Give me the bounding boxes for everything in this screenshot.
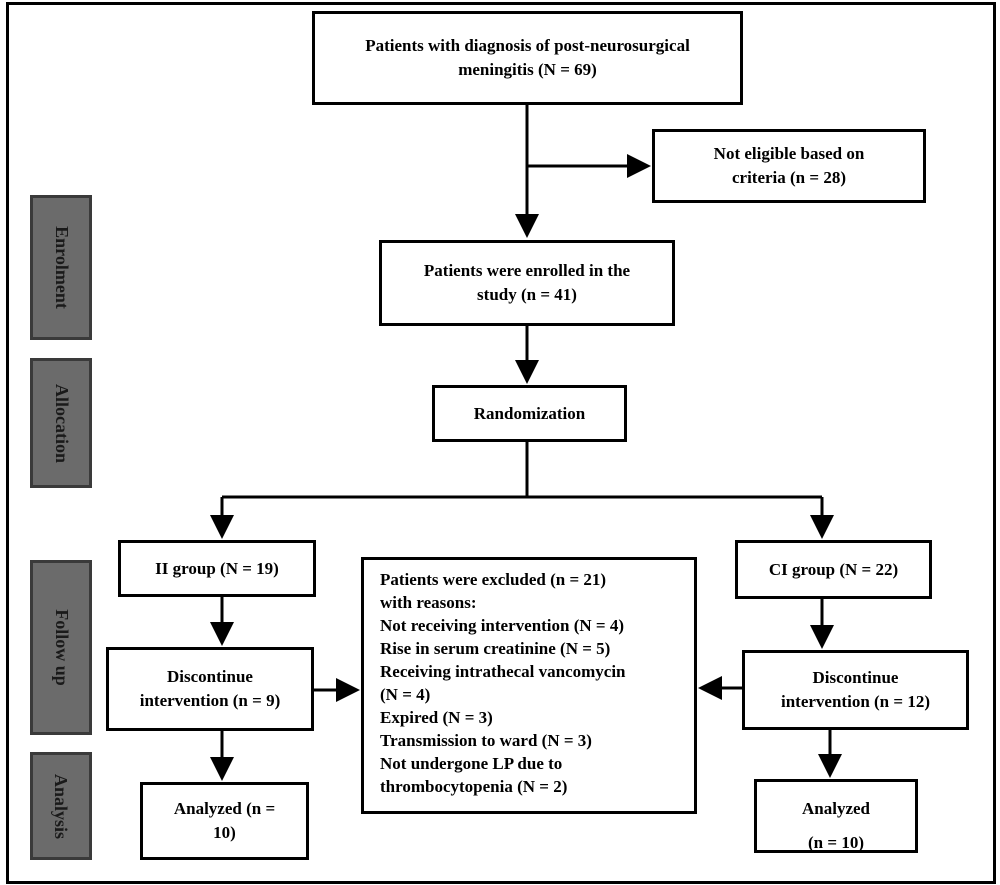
ci-group-label: CI group (N = 22) [768, 559, 899, 579]
ii-group-label: II group (N = 19) [155, 558, 279, 578]
excluded-reason: Receiving intrathecal vancomycin [380, 662, 626, 681]
ii-discontinue-line-1: Discontinue [167, 667, 253, 686]
not-eligible-box: Not eligible based on criteria (n = 28) [652, 129, 926, 203]
stage-label-analysis: Analysis [30, 752, 92, 860]
stage-label-allocation: Allocation [30, 358, 92, 488]
excluded-box: Patients were excluded (n = 21) with rea… [361, 557, 697, 814]
diagnosis-line-1: Patients with diagnosis of post-neurosur… [365, 36, 690, 55]
excluded-title: Patients were excluded (n = 21) [380, 570, 607, 589]
ci-discontinue-box: Discontinue intervention (n = 12) [742, 650, 969, 730]
randomization-label: Randomization [473, 403, 586, 423]
ci-analyzed-line-1: Analyzed [802, 799, 870, 818]
ci-group-box: CI group (N = 22) [735, 540, 932, 599]
ii-analyzed-line-1: Analyzed (n = [173, 799, 276, 818]
excluded-reason: Rise in serum creatinine (N = 5) [380, 639, 611, 658]
ci-analyzed-line-2: (n = 10) [808, 833, 864, 852]
excluded-reason: (N = 4) [380, 685, 431, 704]
diagnosis-box: Patients with diagnosis of post-neurosur… [312, 11, 743, 105]
stage-label-enrolment: Enrolment [30, 195, 92, 340]
excluded-reason: Transmission to ward (N = 3) [380, 731, 592, 750]
randomization-box: Randomization [432, 385, 627, 442]
excluded-reason: Not receiving intervention (N = 4) [380, 616, 625, 635]
enrolled-line-2: study (n = 41) [477, 285, 577, 304]
not-eligible-line-1: Not eligible based on [713, 144, 865, 163]
ci-discontinue-line-2: intervention (n = 12) [781, 692, 930, 711]
ii-discontinue-line-2: intervention (n = 9) [139, 691, 281, 710]
ii-discontinue-box: Discontinue intervention (n = 9) [106, 647, 314, 731]
enrolled-line-1: Patients were enrolled in the [423, 261, 631, 280]
ii-analyzed-box: Analyzed (n = 10) [140, 782, 309, 860]
not-eligible-line-2: criteria (n = 28) [731, 168, 846, 187]
enrolled-box: Patients were enrolled in the study (n =… [379, 240, 675, 326]
excluded-subtitle: with reasons: [380, 593, 477, 612]
ci-discontinue-line-1: Discontinue [812, 668, 899, 687]
ii-group-box: II group (N = 19) [118, 540, 316, 597]
ii-analyzed-line-2: 10) [213, 823, 236, 842]
excluded-reason: Not undergone LP due to [380, 754, 563, 773]
stage-label-follow-up: Follow up [30, 560, 92, 735]
ci-analyzed-box: Analyzed (n = 10) [754, 779, 918, 853]
excluded-reason: Expired (N = 3) [380, 708, 493, 727]
excluded-reason: thrombocytopenia (N = 2) [380, 777, 568, 796]
diagnosis-line-2: meningitis (N = 69) [458, 60, 597, 79]
